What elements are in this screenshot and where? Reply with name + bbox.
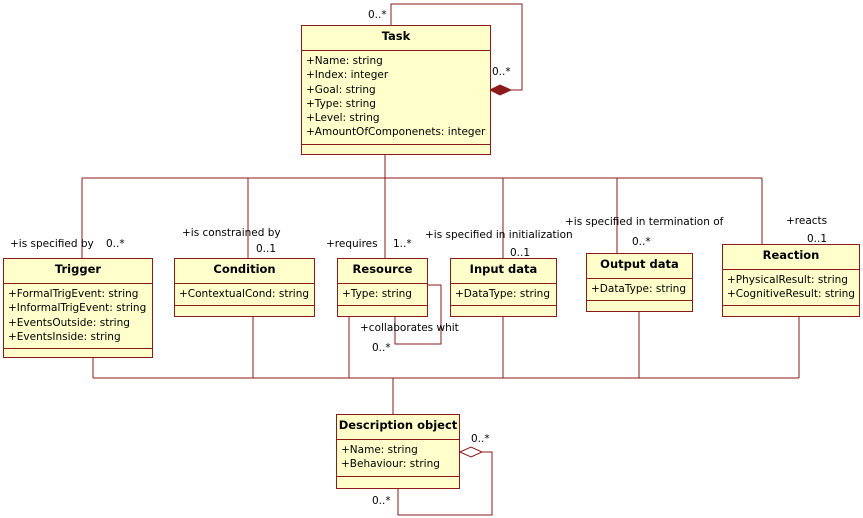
output-multiplicity: 0..*: [632, 236, 651, 248]
class-description-object[interactable]: Description object +Name: string +Behavi…: [336, 414, 460, 489]
attribute: +DataType: string: [455, 288, 551, 300]
attribute: +EventsOutside: string: [8, 316, 130, 329]
reaction-role-label: +reacts: [786, 215, 828, 227]
task-self-association: [390, 3, 523, 91]
trigger-multiplicity: 0..*: [106, 238, 125, 250]
class-resource[interactable]: Resource +Type: string: [337, 258, 428, 317]
attribute: +Index: integer: [306, 69, 389, 82]
description-self-multiplicity-bottom: 0..*: [372, 495, 391, 507]
attribute: +ContextualCond: string: [179, 288, 310, 300]
class-reaction[interactable]: Reaction +PhysicalResult: string +Cognit…: [722, 244, 860, 317]
condition-multiplicity: 0..1: [256, 243, 277, 255]
class-task[interactable]: Task +Name: string +Index: integer +Goal…: [301, 25, 491, 155]
attribute-list: +ContextualCond: string: [175, 284, 314, 306]
attribute: +Level: string: [306, 112, 380, 125]
class-name: Task: [302, 26, 490, 51]
resource-self-association: [394, 284, 442, 345]
input-multiplicity: 0..1: [510, 247, 531, 259]
attribute-list: +Name: string +Index: integer +Goal: str…: [302, 51, 490, 145]
attribute: +FormalTrigEvent: string: [8, 288, 139, 300]
input-role-label: +is specified in initialization: [425, 229, 573, 241]
class-name: Reaction: [723, 245, 859, 270]
attribute: +AmountOfComponenets: integer: [306, 126, 486, 139]
attribute: +EventsInside: string: [8, 330, 121, 343]
resource-role-label: +requires: [326, 238, 378, 250]
attribute: +PhysicalResult: string: [727, 274, 848, 286]
composition-diamond: [488, 84, 513, 96]
class-input-data[interactable]: Input data +DataType: string: [450, 258, 557, 317]
description-self-multiplicity-right: 0..*: [471, 433, 490, 445]
trigger-role-label: +is specified by: [10, 238, 94, 250]
description-self-association: [397, 451, 493, 516]
attribute: +Type: string: [306, 97, 376, 110]
class-name: Condition: [175, 259, 314, 284]
attribute-list: +DataType: string: [587, 279, 692, 301]
reaction-multiplicity: 0..1: [807, 233, 828, 245]
attribute: +DataType: string: [591, 283, 687, 295]
attribute: +Name: string: [306, 55, 383, 67]
class-condition[interactable]: Condition +ContextualCond: string: [174, 258, 315, 317]
class-output-data[interactable]: Output data +DataType: string: [586, 253, 693, 312]
attribute-list: +FormalTrigEvent: string +InformalTrigEv…: [4, 284, 152, 349]
class-name: Description object: [337, 415, 459, 440]
class-name: Output data: [587, 254, 692, 279]
attribute: +Goal: string: [306, 83, 376, 96]
attribute-list: +PhysicalResult: string +CognitiveResult…: [723, 270, 859, 306]
resource-self-multiplicity: 0..*: [372, 342, 391, 354]
task-self-multiplicity-top: 0..*: [368, 9, 387, 21]
aggregation-diamond: [458, 446, 484, 458]
condition-role-label: +is constrained by: [182, 227, 281, 239]
attribute: +Behaviour: string: [341, 458, 440, 471]
attribute: +Name: string: [341, 444, 418, 456]
attribute: +CognitiveResult: string: [727, 288, 855, 301]
task-self-multiplicity-right: 0..*: [492, 66, 511, 78]
attribute-list: +Type: string: [338, 284, 427, 306]
class-name: Resource: [338, 259, 427, 284]
attribute: +Type: string: [342, 288, 412, 300]
class-name: Trigger: [4, 259, 152, 284]
attribute: +InformalTrigEvent: string: [8, 302, 147, 315]
output-role-label: +is specified in termination of: [565, 216, 724, 228]
attribute-list: +DataType: string: [451, 284, 556, 306]
class-name: Input data: [451, 259, 556, 284]
resource-multiplicity: 1..*: [393, 238, 412, 250]
class-trigger[interactable]: Trigger +FormalTrigEvent: string +Inform…: [3, 258, 153, 358]
attribute-list: +Name: string +Behaviour: string: [337, 440, 459, 477]
resource-self-role-label: +collaborates whit: [360, 322, 459, 334]
